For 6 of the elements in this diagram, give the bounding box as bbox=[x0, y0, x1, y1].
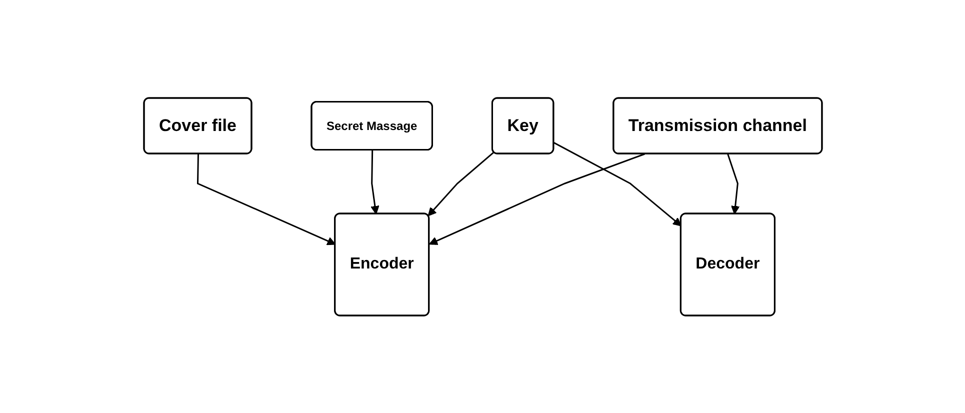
arrow bbox=[370, 150, 379, 214]
arrow bbox=[428, 153, 644, 245]
arrow bbox=[427, 151, 494, 216]
arrow bbox=[553, 142, 682, 226]
arrow bbox=[726, 154, 740, 214]
arrow bbox=[196, 154, 336, 245]
